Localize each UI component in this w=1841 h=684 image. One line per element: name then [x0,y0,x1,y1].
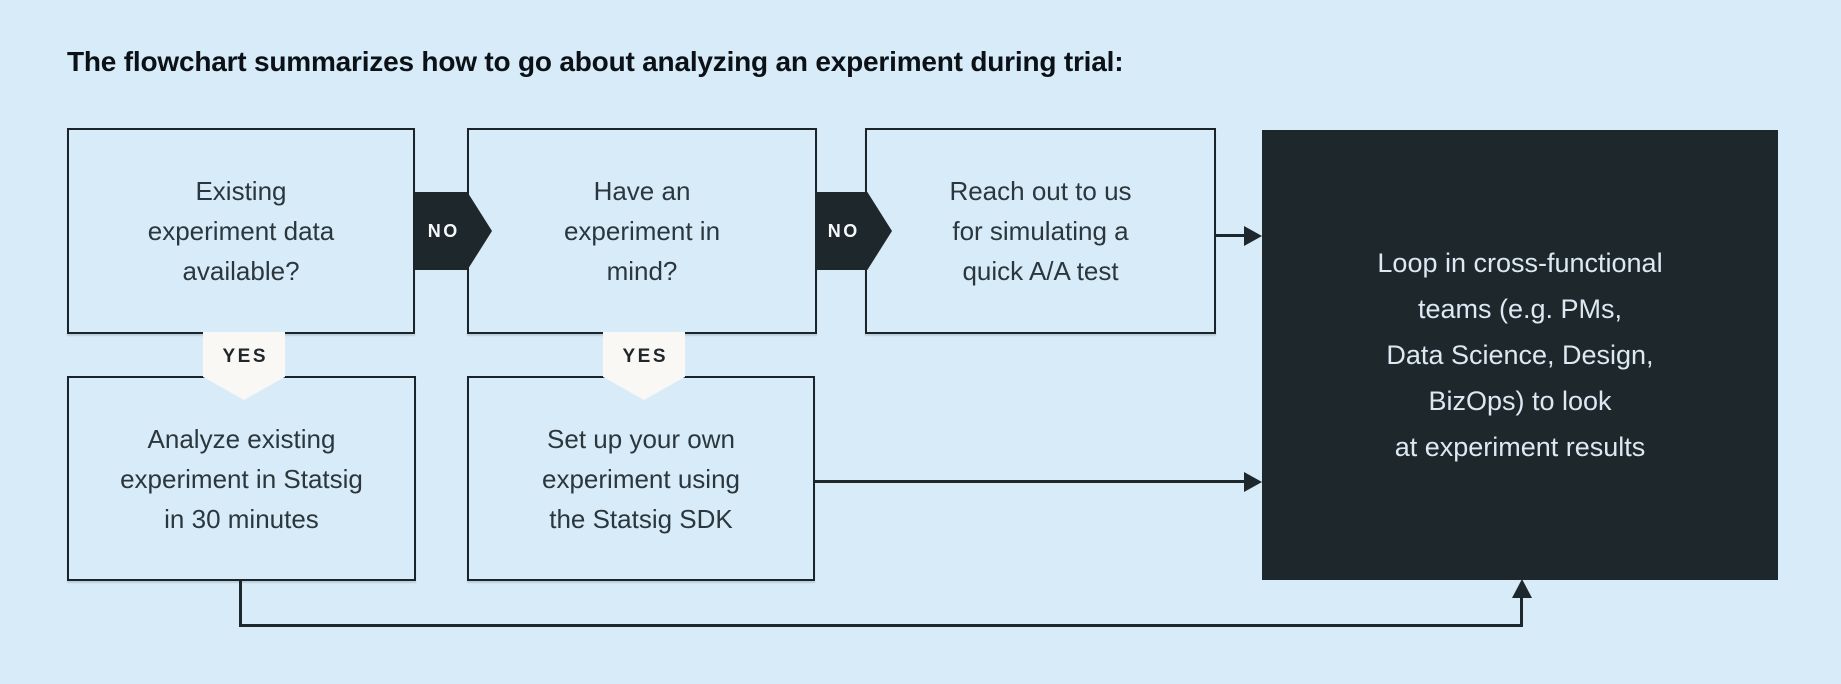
arrow-setup-sdk-to-result-line [815,480,1248,483]
action-box-analyze-existing-label: Analyze existing experiment in Statsig i… [120,423,363,534]
arrow-reach-out-to-result-line [1216,234,1248,237]
connector-no-label-1: NO [427,220,460,241]
page-title: The flowchart summarizes how to go about… [67,46,1124,77]
action-box-reach-out-label: Reach out to us for simulating a quick A… [949,176,1132,286]
action-box-setup-sdk: Set up your own experiment using the Sta… [467,376,815,581]
arrow-analyze-to-result-rise-segment [1520,597,1523,626]
result-box-loop-in-teams-label: Loop in cross-functional teams (e.g. PMs… [1377,248,1663,462]
decision-box-experiment-in-mind: Have an experiment in mind? [467,128,817,334]
decision-box-existing-data: Existing experiment data available? [67,128,415,334]
arrow-reach-out-to-result-head-icon [1244,226,1262,246]
action-box-reach-out: Reach out to us for simulating a quick A… [865,128,1216,334]
arrow-analyze-to-result-horizontal-segment [239,624,1523,627]
connector-yes-label-1: YES [222,346,269,367]
action-box-setup-sdk-label: Set up your own experiment using the Sta… [542,423,740,534]
decision-box-existing-data-label: Existing experiment data available? [147,176,335,286]
arrow-analyze-to-result-vertical-segment [239,581,242,627]
action-box-analyze-existing: Analyze existing experiment in Statsig i… [67,376,416,581]
connector-yes-label-2: YES [622,346,669,367]
result-box-loop-in-teams: Loop in cross-functional teams (e.g. PMs… [1262,130,1778,580]
connector-no-label-2: NO [827,220,860,241]
arrow-setup-sdk-to-result-head-icon [1244,472,1262,492]
arrow-analyze-to-result-head-icon [1512,579,1532,598]
decision-box-experiment-in-mind-label: Have an experiment in mind? [563,176,721,286]
